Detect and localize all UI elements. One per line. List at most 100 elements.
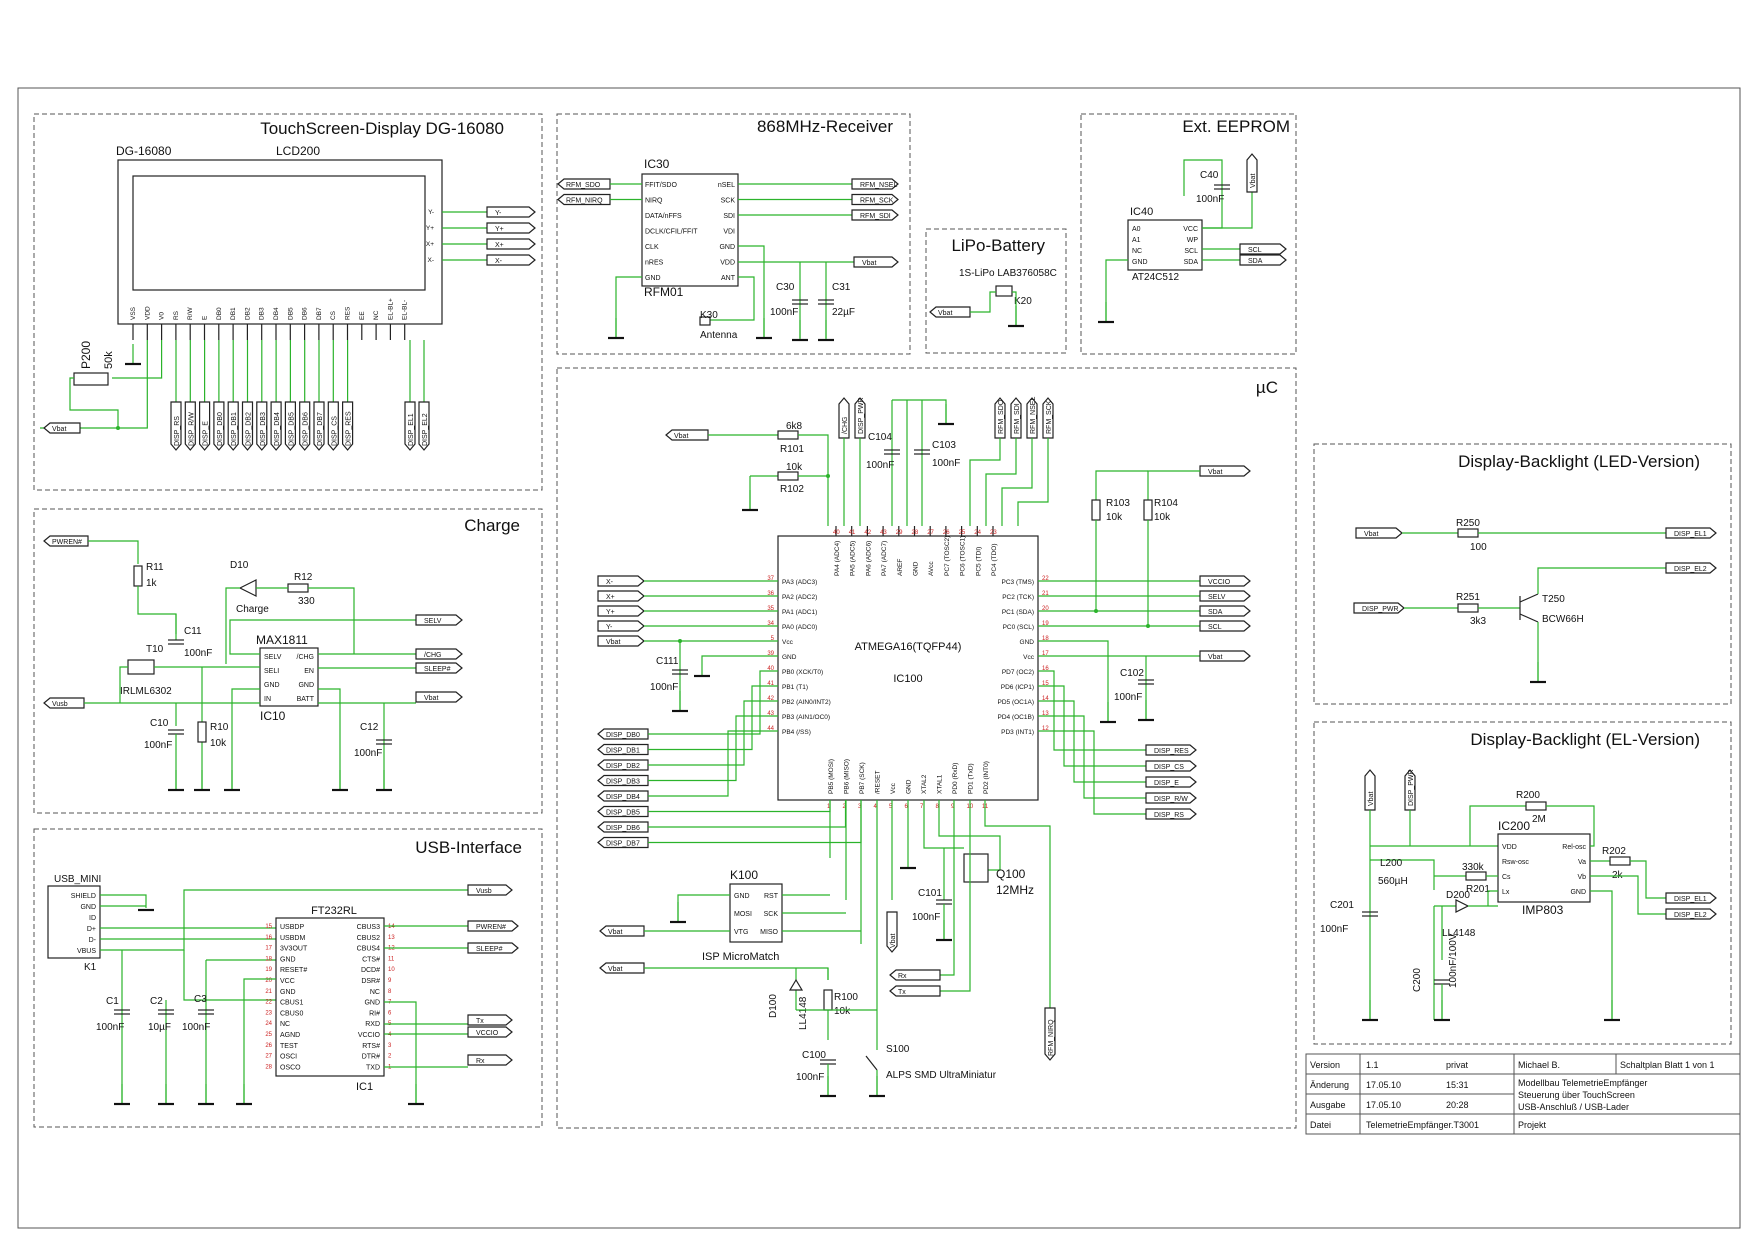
rfm-pin: DCLK/CFIL/FFIT	[645, 229, 698, 236]
c40-ref: C40	[1200, 170, 1219, 181]
s100-switch	[865, 1055, 878, 1071]
lipo-part: 1S-LiPo LAB376058C	[959, 268, 1057, 279]
c1-ref: C1	[106, 996, 119, 1007]
flag-rfm-out-text: RFM_SDI	[860, 213, 891, 220]
ft232-pin: OSCO	[280, 1064, 301, 1071]
flag-uc-in	[597, 620, 645, 632]
block-title-eeprom: Ext. EEPROM	[1182, 117, 1290, 136]
c30-ref: C30	[776, 282, 795, 293]
block-eeprom	[1080, 113, 1297, 355]
flag-tx-text: Tx	[898, 989, 906, 996]
lcd-pin-label: DB7	[316, 307, 323, 320]
flag-disp-text: DISP_CS	[331, 416, 338, 446]
wire	[100, 889, 480, 951]
wire	[1546, 805, 1595, 847]
uc-pin-number: 20	[1042, 606, 1049, 612]
wire	[892, 399, 947, 424]
lcd-pin-label: X+	[426, 241, 434, 248]
isp-pin: MISO	[760, 929, 778, 936]
d200-val: LL4148	[1442, 928, 1476, 939]
uc-pin-number: 12	[1042, 726, 1049, 732]
uc-ref: IC100	[893, 673, 922, 685]
drawing-frame	[17, 87, 1741, 1229]
wire	[648, 800, 831, 813]
wire	[308, 587, 355, 654]
tb-version: 1.1	[1366, 1060, 1379, 1070]
q100-crystal	[963, 853, 989, 883]
flag-sleep	[415, 662, 463, 674]
flag-disp-ctrl	[1145, 760, 1197, 772]
pot-wire	[69, 377, 119, 428]
flag-disp	[199, 401, 211, 451]
flag-disp-pwr	[1404, 769, 1416, 811]
uc-pin-label: PA7 (ADC7)	[881, 541, 888, 576]
r100-resistor	[823, 989, 833, 1011]
flag-vbat-text: Vbat	[52, 426, 66, 433]
c201-val: 100nF	[1320, 924, 1348, 935]
c201-ref: C201	[1330, 900, 1354, 911]
block-title-charge: Charge	[464, 516, 520, 535]
flag-vbat	[43, 422, 81, 434]
block-title-uc: µC	[1256, 378, 1278, 397]
uc-pin-number: 4	[874, 804, 878, 810]
wire	[229, 619, 416, 655]
flag-disp-text: DISP_DB1	[231, 412, 238, 446]
flag-disp-db-text: DISP_DB2	[606, 763, 640, 770]
d10-led	[238, 579, 257, 597]
r251-resistor	[1457, 603, 1479, 613]
lcd-pin-label: DB2	[244, 307, 251, 320]
c30-val: 100nF	[770, 307, 798, 318]
ft232-pin: DTR#	[362, 1054, 380, 1061]
flag-nirq-text: RFM_NIRQ	[1048, 1019, 1055, 1056]
uc-pin-number: 16	[1042, 666, 1049, 672]
r250-resistor	[1457, 528, 1479, 538]
wire	[183, 950, 276, 1001]
k30-ref: K30	[700, 310, 718, 321]
rfm-pin: FFIT/SDO	[645, 182, 677, 189]
r102-ref: R102	[780, 484, 804, 495]
rfm-pin: VDD	[720, 260, 735, 267]
lcd-pin-label: DB3	[259, 307, 266, 320]
wire	[648, 715, 778, 782]
lcd-pin-label: EE	[359, 311, 366, 320]
isp-pin: MOSI	[734, 911, 752, 918]
ft232-pin-num: 8	[388, 989, 392, 995]
flag-el2	[1665, 562, 1717, 574]
ft232-pin: TEST	[280, 1043, 299, 1050]
r103-val: 10k	[1106, 512, 1123, 523]
k30-pad	[699, 316, 711, 326]
uc-pin-number: 41	[767, 681, 774, 687]
uc-pin-label: PB0 (XCK/T0)	[782, 669, 823, 676]
junction	[1146, 624, 1150, 628]
flag-uc-out	[1199, 620, 1251, 632]
uc-pin-number: 6	[905, 804, 909, 810]
uc-pin-label: GND	[782, 654, 797, 661]
uc-pin-label: GND	[906, 779, 913, 794]
uc-pin-label: PC5 (TDI)	[975, 547, 982, 576]
uc-pin-number: 42	[864, 530, 871, 536]
c104-ref: C104	[868, 432, 892, 443]
flag-disp	[284, 401, 296, 451]
ft232-pin: VCCIO	[358, 1032, 381, 1039]
d200-ref: D200	[1446, 890, 1470, 901]
wire	[984, 800, 1051, 1008]
c12-val: 100nF	[354, 748, 382, 759]
uc-pin-number: 5	[771, 636, 775, 642]
block-charge	[33, 508, 543, 814]
r12-resistor	[287, 583, 309, 593]
tb-version-label: Version	[1310, 1060, 1340, 1070]
flag-vccio	[467, 1026, 513, 1038]
flag-disp-text: DISP_R/W	[188, 412, 195, 446]
uc-pin-number: 29	[896, 530, 903, 536]
r103-ref: R103	[1106, 498, 1130, 509]
flag-rx-text: Rx	[898, 973, 907, 980]
block-title-display: TouchScreen-Display DG-16080	[260, 119, 504, 138]
lcd-pin-label: VSS	[130, 306, 137, 320]
lcd-screen	[132, 175, 426, 291]
r102-resistor	[777, 471, 799, 481]
block-title-bl_el: Display-Backlight (EL-Version)	[1470, 730, 1700, 749]
wire	[1202, 192, 1253, 229]
lcd-pin-label: DB6	[302, 307, 309, 320]
c3-ref: C3	[194, 994, 207, 1005]
ft232-pin-num: 26	[265, 1043, 272, 1049]
